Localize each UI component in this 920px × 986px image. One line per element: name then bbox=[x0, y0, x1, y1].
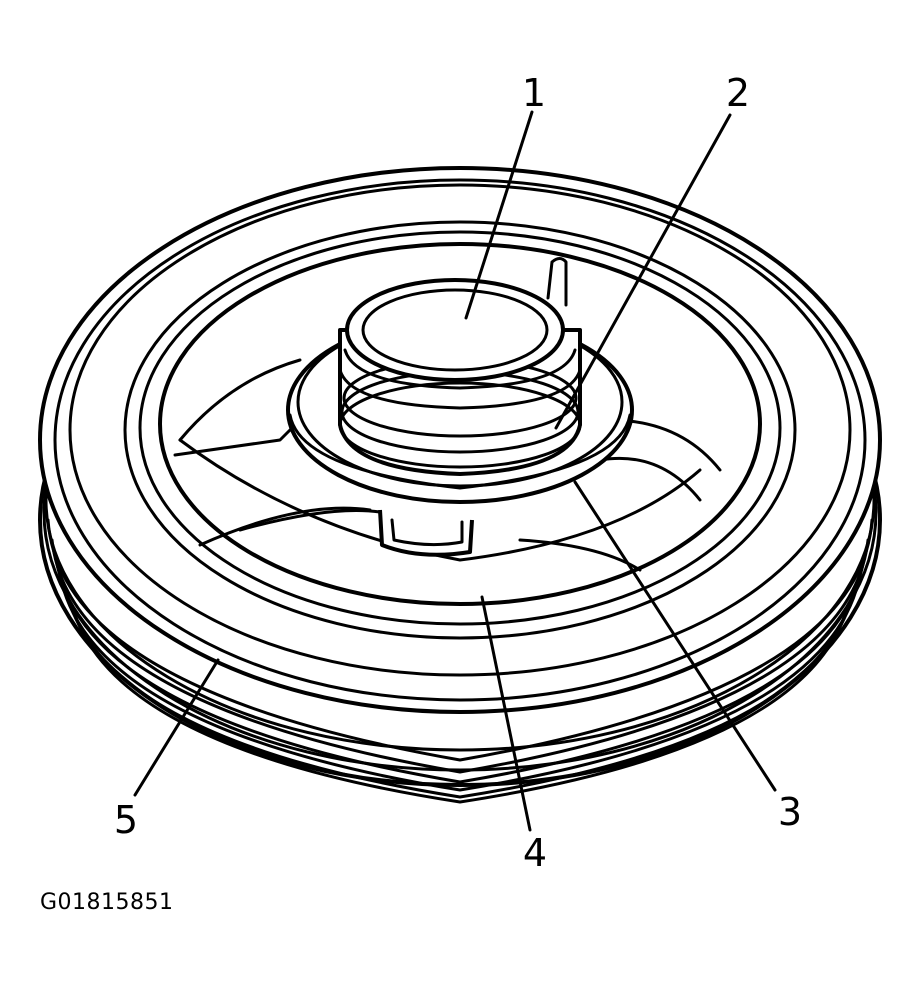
callout-5: 5 bbox=[113, 798, 139, 842]
leader-5 bbox=[133, 658, 220, 797]
leader-2 bbox=[554, 113, 732, 430]
callout-4: 4 bbox=[522, 831, 548, 875]
leader-lines bbox=[133, 110, 777, 832]
leader-4 bbox=[480, 595, 532, 832]
belt-grooves bbox=[46, 518, 874, 804]
hub-boss bbox=[338, 257, 582, 476]
callout-1: 1 bbox=[521, 71, 547, 115]
pulley-web bbox=[173, 358, 722, 572]
callout-3: 3 bbox=[777, 790, 803, 834]
figure-id: G01815851 bbox=[40, 890, 174, 915]
leader-1 bbox=[464, 110, 534, 320]
leader-3 bbox=[573, 480, 777, 792]
callout-2: 2 bbox=[725, 71, 751, 115]
